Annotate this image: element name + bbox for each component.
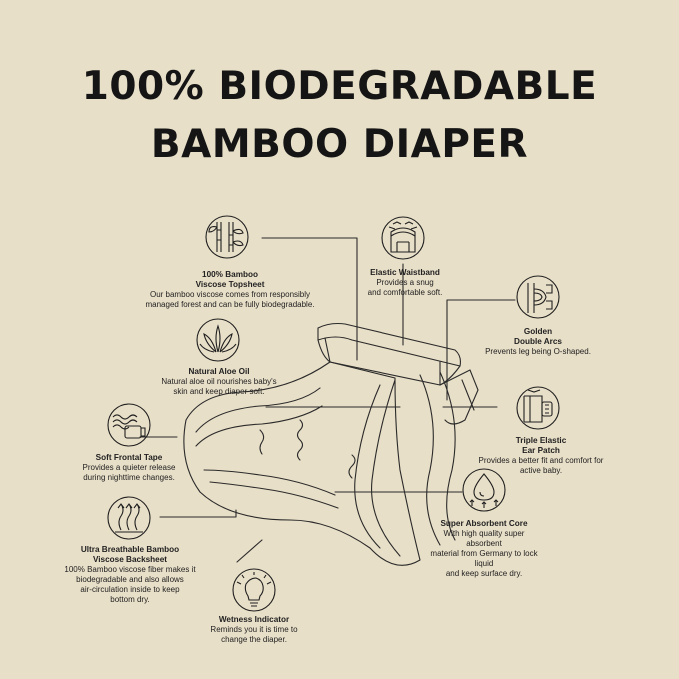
feature-waistband: Elastic Waistband Provides a snug and co… bbox=[355, 268, 455, 298]
feature-description: managed forest and can be fully biodegra… bbox=[145, 300, 315, 309]
feature-name: Golden bbox=[523, 327, 553, 336]
feature-name: Elastic Waistband bbox=[370, 268, 440, 277]
feature-bamboo-topsheet: 100% Bamboo Viscose Topsheet Our bamboo … bbox=[132, 270, 328, 310]
feature-absorbent-core: Super Absorbent Core With high quality s… bbox=[428, 519, 540, 579]
feature-description: Provides a quieter release bbox=[82, 463, 176, 472]
feature-description: and keep surface dry. bbox=[445, 569, 523, 578]
feature-name: Wetness Indicator bbox=[218, 615, 290, 624]
feature-frontal-tape: Soft Frontal Tape Provides a quieter rel… bbox=[70, 453, 188, 483]
feature-description: Reminds you it is time to bbox=[210, 625, 298, 634]
feature-ear-patch: Triple Elastic Ear Patch Provides a bett… bbox=[470, 436, 612, 476]
feature-description: and comfortable soft. bbox=[367, 288, 443, 297]
feature-double-arcs: Golden Double Arcs Prevents leg being O-… bbox=[478, 327, 598, 357]
feature-name: Viscose Backsheet bbox=[92, 555, 168, 564]
feature-description: Prevents leg being O-shaped. bbox=[485, 347, 591, 356]
double-arcs-icon bbox=[516, 275, 560, 319]
feature-description: air-circulation inside to keep bbox=[80, 585, 180, 594]
frontal-tape-icon bbox=[107, 403, 151, 447]
feature-description: material from Germany to lock liquid bbox=[430, 549, 538, 568]
feature-description: 100% Bamboo viscose fiber makes it bbox=[64, 565, 196, 574]
page-title-line-1: 100% BIODEGRADABLE bbox=[81, 64, 598, 109]
feature-description: during nighttime changes. bbox=[83, 473, 175, 482]
feature-description: Our bamboo viscose comes from responsibl… bbox=[149, 290, 311, 299]
feature-name: Ultra Breathable Bamboo bbox=[80, 545, 180, 554]
page-title-line-2: BAMBOO DIAPER bbox=[150, 122, 529, 167]
feature-description: active baby. bbox=[519, 466, 563, 475]
aloe-leaf-icon bbox=[196, 318, 240, 362]
water-drop-icon bbox=[462, 468, 506, 512]
feature-description: Provides a snug bbox=[376, 278, 434, 287]
feature-name: Double Arcs bbox=[514, 337, 562, 346]
feature-description: Provides a better fit and comfort for bbox=[478, 456, 604, 465]
feature-backsheet: Ultra Breathable Bamboo Viscose Backshee… bbox=[60, 545, 200, 605]
feature-description: With high quality super absorbent bbox=[443, 529, 525, 548]
lightbulb-icon bbox=[232, 568, 276, 612]
feature-description: bottom dry. bbox=[110, 595, 150, 604]
feature-description: Natural aloe oil nourishes baby's bbox=[161, 377, 277, 386]
ear-patch-icon bbox=[516, 386, 560, 430]
feature-name: Triple Elastic bbox=[515, 436, 567, 445]
bamboo-icon bbox=[205, 215, 249, 259]
feature-wetness-indicator: Wetness Indicator Reminds you it is time… bbox=[194, 615, 314, 645]
feature-name: Super Absorbent Core bbox=[440, 519, 528, 528]
feature-aloe-oil: Natural Aloe Oil Natural aloe oil nouris… bbox=[150, 367, 288, 397]
feature-description: skin and keep diaper soft. bbox=[173, 387, 265, 396]
feature-description: change the diaper. bbox=[221, 635, 287, 644]
breathable-arrows-icon bbox=[107, 496, 151, 540]
feature-name: 100% Bamboo bbox=[202, 270, 258, 279]
feature-name: Ear Patch bbox=[522, 446, 560, 455]
elastic-waistband-icon bbox=[381, 216, 425, 260]
feature-description: biodegradable and also allows bbox=[76, 575, 184, 584]
feature-name: Viscose Topsheet bbox=[195, 280, 265, 289]
feature-name: Natural Aloe Oil bbox=[188, 367, 250, 376]
diaper-illustration bbox=[183, 322, 479, 566]
feature-name: Soft Frontal Tape bbox=[95, 453, 163, 462]
